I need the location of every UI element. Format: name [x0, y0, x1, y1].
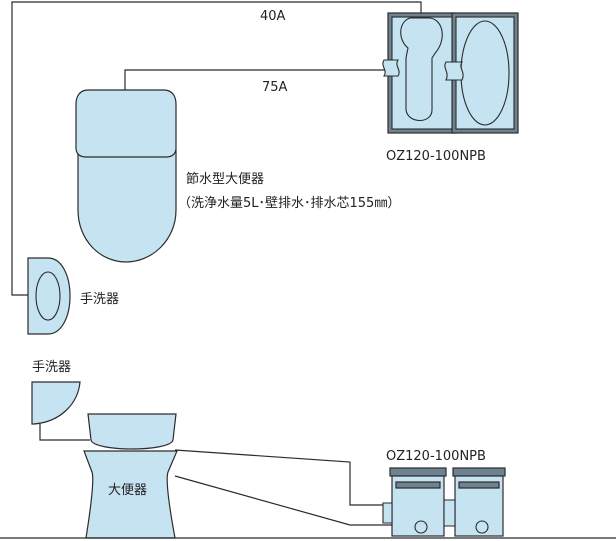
- elev-tank-model: OZ120-100NPB: [386, 449, 486, 464]
- elev-handwash-label: 手洗器: [32, 360, 71, 375]
- elev-handwash-drain: [39, 424, 90, 441]
- pipe-40a-label: 40A: [260, 9, 286, 24]
- pipe-75a: [124, 60, 389, 92]
- pipe-75a-label: 75A: [262, 80, 288, 95]
- plan-handwash: [27, 257, 71, 335]
- elev-toilet-label: 大便器: [108, 483, 147, 498]
- toilet-title: 節水型大便器: [186, 172, 264, 187]
- plan-toilet: [75, 89, 177, 263]
- elev-pipe-lower: [174, 475, 418, 526]
- elev-toilet: [83, 413, 178, 539]
- elev-tank-unit: [382, 467, 506, 537]
- plan-tank-unit: [382, 12, 519, 134]
- elev-pipe-upper: [174, 449, 388, 506]
- toilet-spec: （洗浄水量5L･壁排水･排水芯155㎜）: [178, 196, 400, 211]
- plan-handwash-label: 手洗器: [80, 292, 119, 307]
- pipe-40a: [11, 1, 422, 296]
- elev-handwash: [31, 381, 81, 425]
- plan-tank-model: OZ120-100NPB: [386, 149, 486, 164]
